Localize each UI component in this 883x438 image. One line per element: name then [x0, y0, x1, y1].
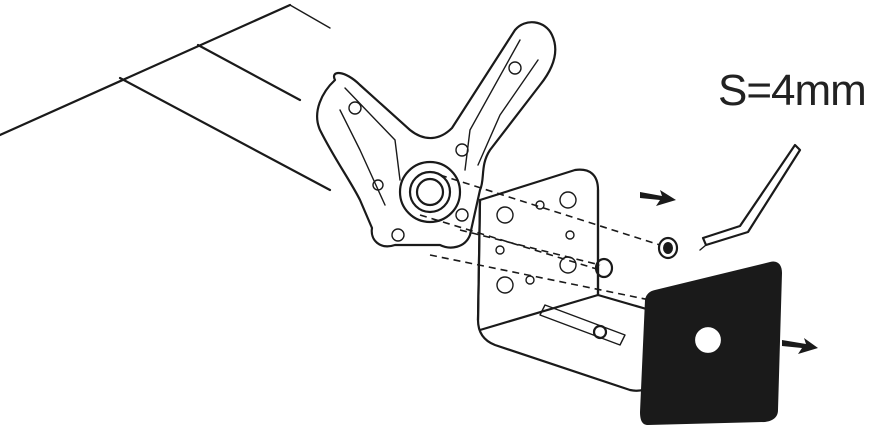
alignment-lines [419, 174, 661, 301]
mount-arm-icon [0, 3, 332, 192]
l-bracket-icon [476, 168, 652, 392]
hex-key-icon [699, 143, 802, 251]
pad-icon [640, 261, 782, 425]
tool-size-label: S=4mm [718, 66, 867, 115]
screw-icon [594, 236, 679, 279]
arrow-icon [640, 190, 818, 354]
vesa-bracket-icon [316, 21, 557, 249]
